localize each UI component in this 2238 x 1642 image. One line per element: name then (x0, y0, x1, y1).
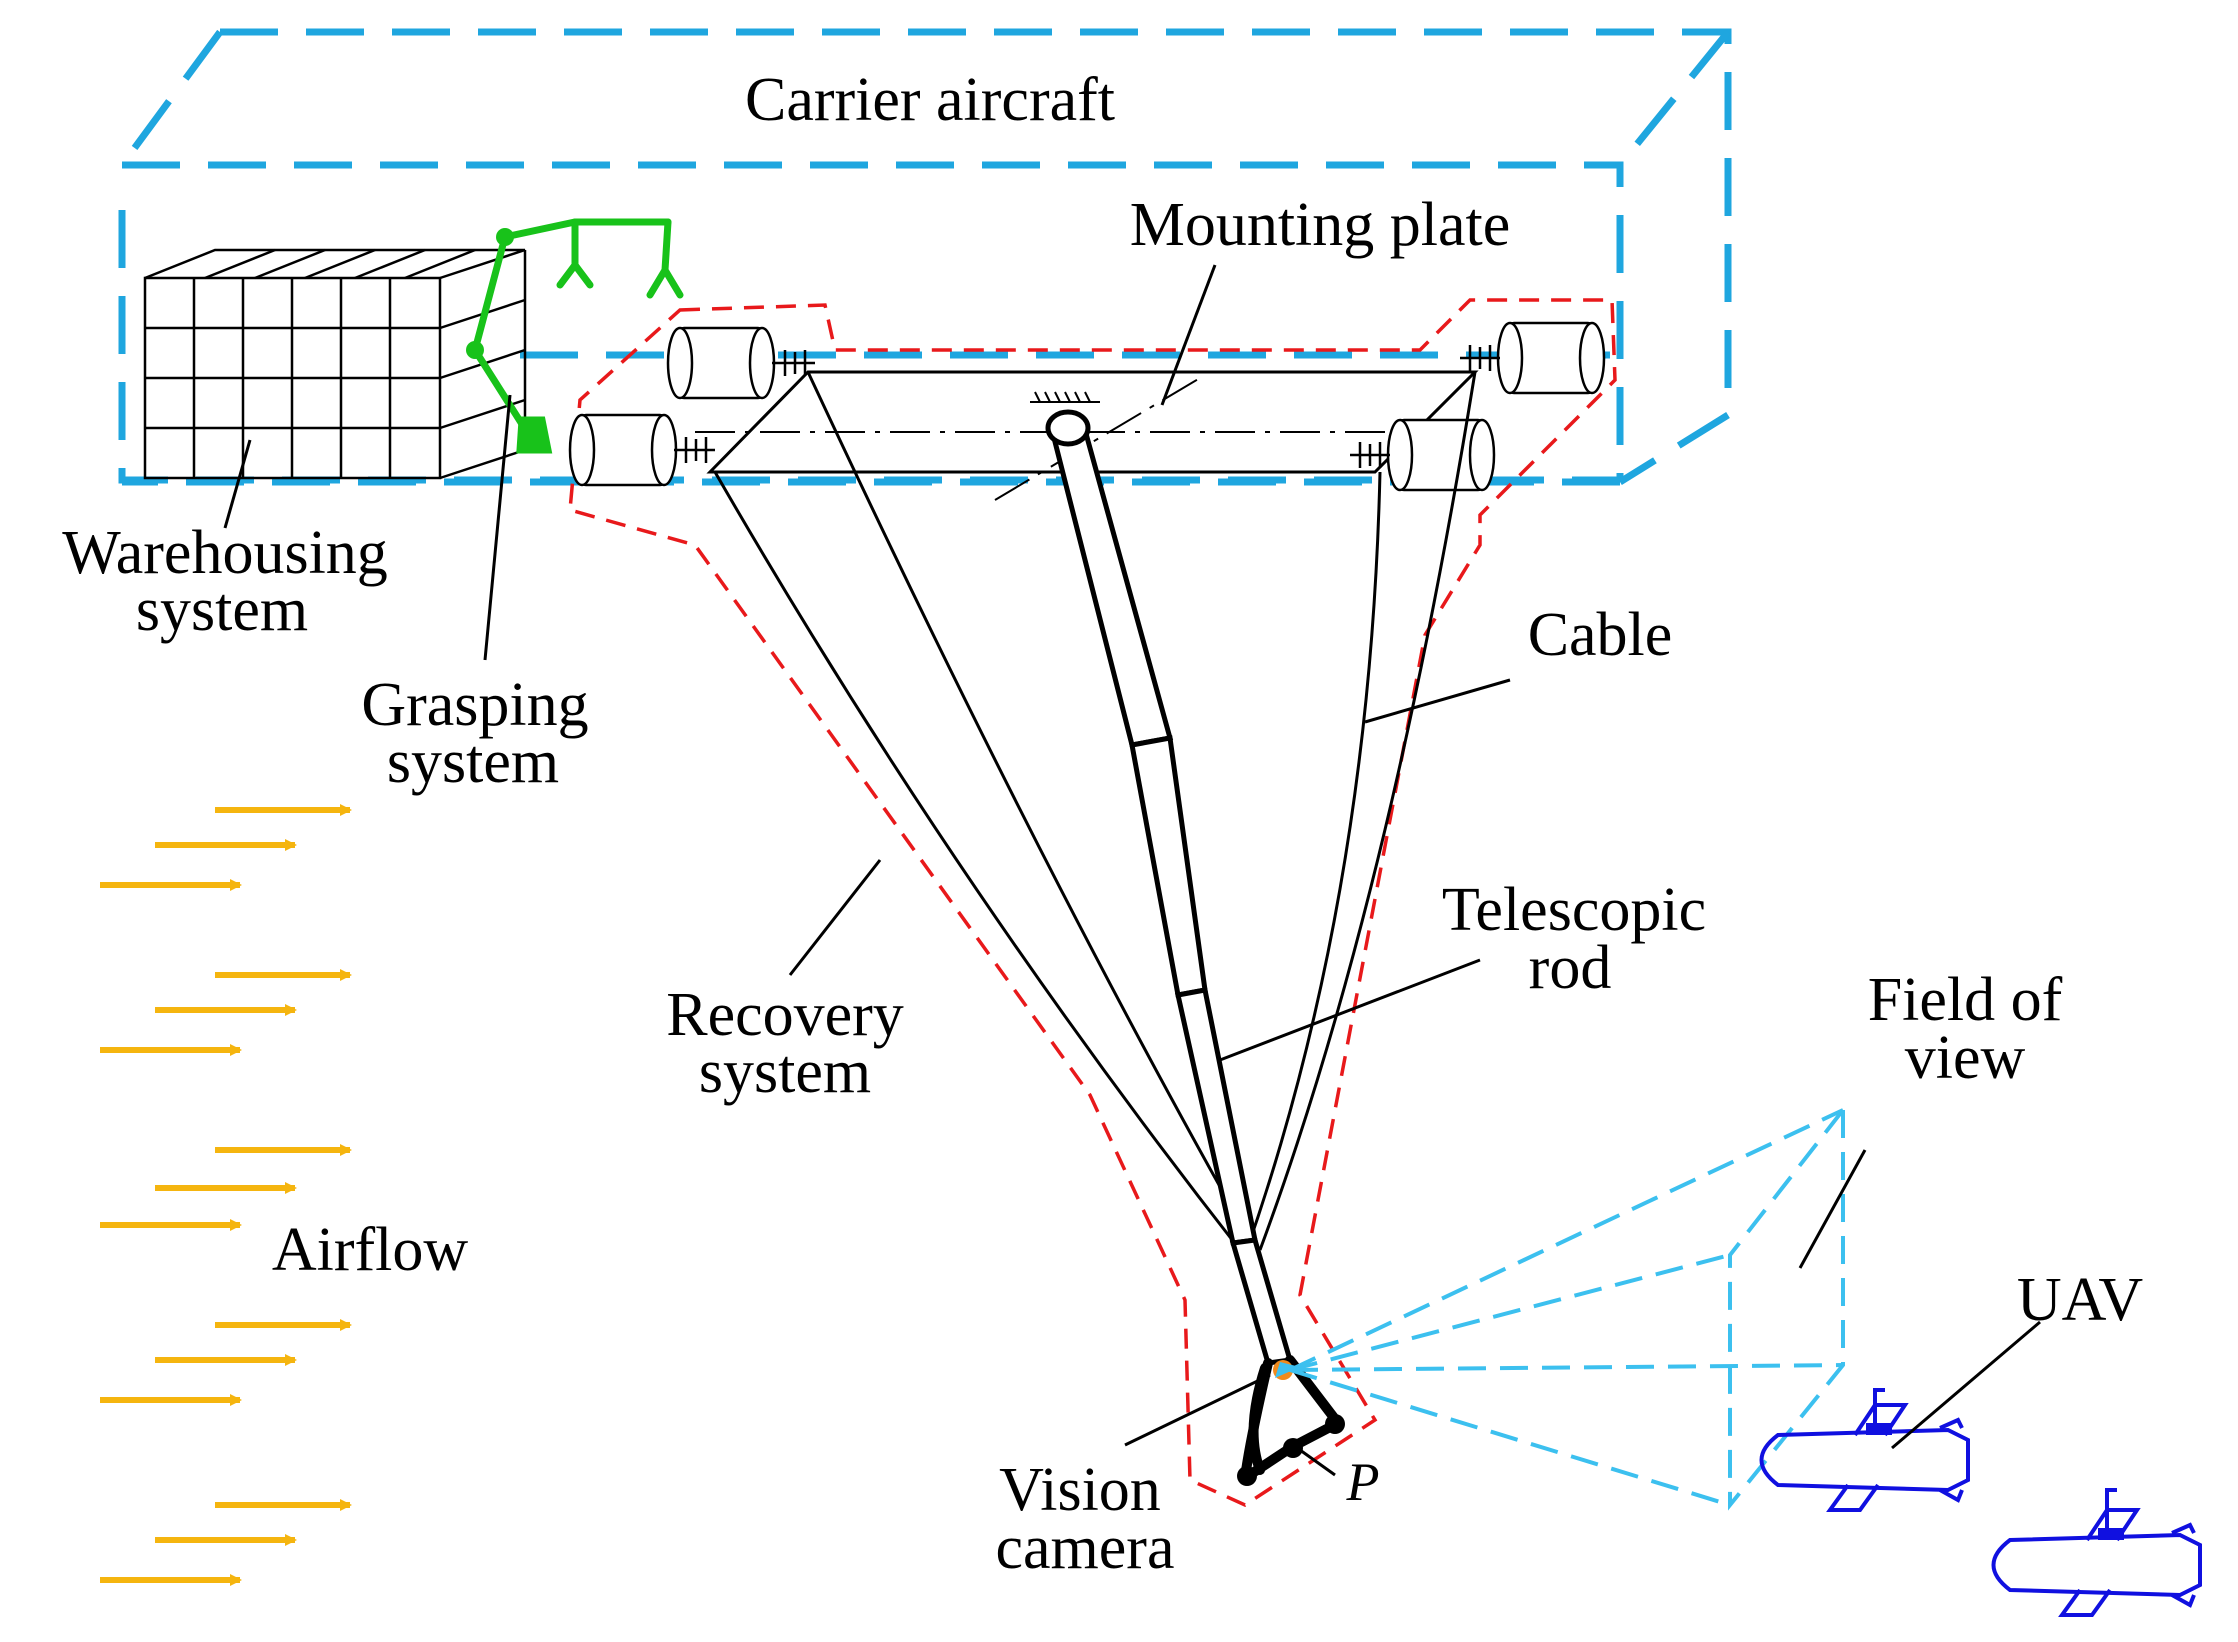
vision-camera-label-line2: camera (996, 1514, 1175, 1582)
arm-joint-2 (466, 341, 484, 359)
warehousing-label-line2: system (136, 576, 308, 644)
grasping-label-line1: Grasping (361, 671, 588, 739)
field-of-view-label-line2: view (1905, 1024, 2026, 1092)
mounting-plate-label: Mounting plate (1130, 191, 1511, 259)
telescopic-label-line2: rod (1529, 934, 1612, 1002)
carrier-aircraft-label: Carrier aircraft (745, 66, 1115, 134)
telescopic-label-line1: Telescopic (1442, 876, 1706, 944)
leader-lines (223, 264, 2041, 1477)
arm-joint-1 (496, 228, 514, 246)
field-of-view-label-line1: Field of (1868, 966, 2063, 1034)
recovery-system-outline (568, 298, 1617, 1507)
telescopic-rod (1045, 409, 1294, 1366)
joint-b (1325, 1414, 1345, 1434)
field-of-view (1289, 1104, 1845, 1511)
drum-top-left (666, 326, 815, 400)
grasping-label-line2: system (387, 728, 559, 796)
uav-2 (1991, 1488, 2202, 1617)
cable-label: Cable (1528, 601, 1673, 669)
uav-1 (1759, 1388, 1970, 1512)
ground-hatch (1030, 391, 1100, 403)
recovery-label-line2: system (699, 1038, 871, 1106)
cables (713, 371, 1477, 1256)
warehousing-label-line1: Warehousing (62, 519, 388, 587)
airflow-arrows (100, 804, 352, 1586)
end-effector (1240, 1355, 1343, 1483)
recovery-label-line1: Recovery (666, 981, 904, 1049)
airflow-label: Airflow (272, 1216, 469, 1284)
warehousing-rack (143, 248, 527, 480)
drum-bottom-left (568, 413, 715, 487)
point-p-label: P (1346, 1452, 1380, 1512)
joint-a (1237, 1466, 1257, 1486)
joint-p (1283, 1438, 1303, 1458)
uav-label: UAV (2017, 1266, 2144, 1334)
drum-bottom-right (1350, 418, 1496, 492)
drum-top-right (1460, 321, 1606, 395)
fov-origin-marker (1275, 1362, 1300, 1378)
vision-camera-label-line1: Vision (999, 1456, 1161, 1524)
